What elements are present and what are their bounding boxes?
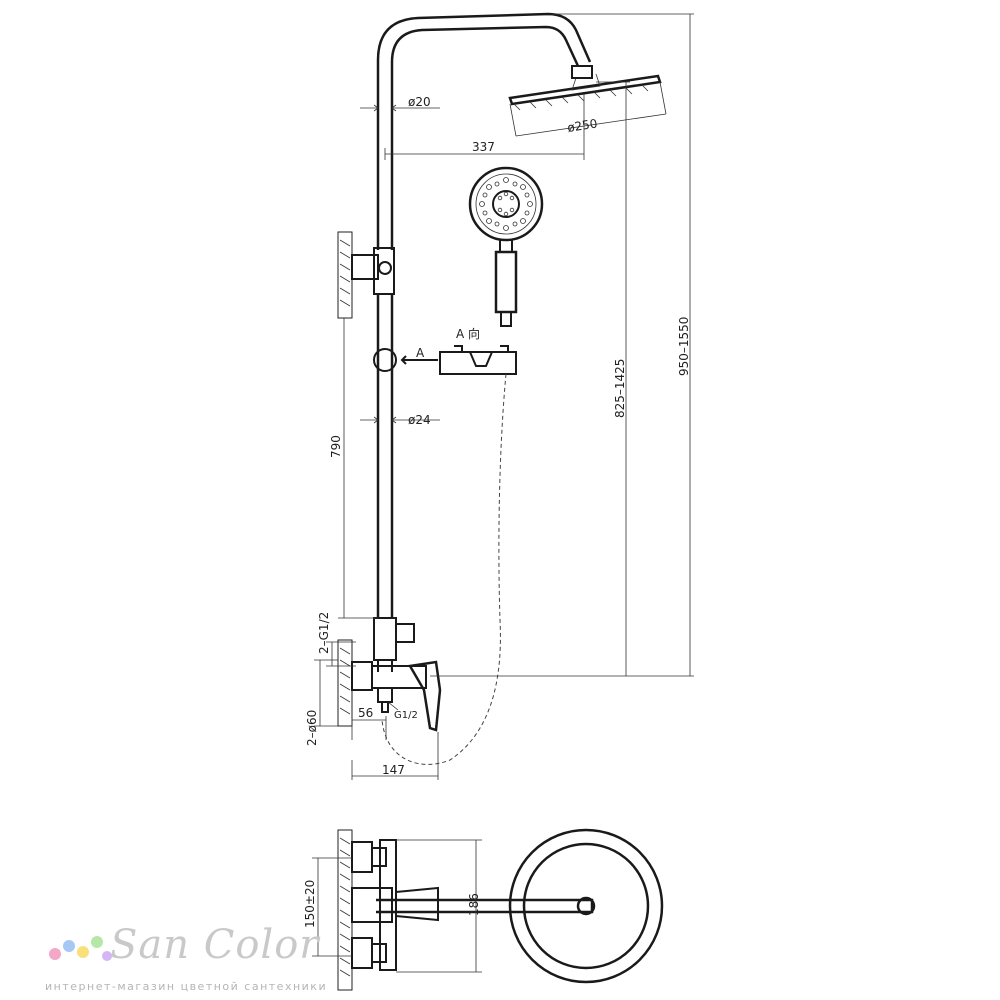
dim-2-d60: 2–ø60 bbox=[305, 710, 319, 746]
dimension-labels: ø20 ø250 337 A A 向 ø24 790 825–1425 950–… bbox=[303, 95, 691, 928]
wall-hatch-upper bbox=[337, 231, 353, 319]
dim-d20: ø20 bbox=[408, 95, 431, 109]
dim-147: 147 bbox=[382, 763, 405, 777]
plan-head-inner-icon bbox=[522, 842, 650, 970]
dimension-lines bbox=[314, 13, 694, 780]
dim-view-a: A bbox=[416, 346, 425, 360]
plan-head-outer-icon bbox=[508, 828, 664, 984]
shower-column bbox=[337, 12, 662, 732]
hose-line bbox=[381, 373, 507, 765]
plan-arm bbox=[376, 898, 594, 914]
wall-hatch-lower bbox=[337, 639, 353, 727]
rain-head-icon bbox=[508, 74, 662, 106]
brand-dots-icon bbox=[49, 936, 112, 961]
hand-shower bbox=[381, 166, 544, 765]
brand-logo: San Color bbox=[110, 922, 320, 968]
dim-56: 56 bbox=[358, 706, 373, 720]
dim-790: 790 bbox=[329, 435, 343, 458]
dim-150-20: 150±20 bbox=[303, 880, 317, 928]
brand-tagline: интернет-магазин цветной сантехники bbox=[45, 980, 328, 993]
dim-d250: ø250 bbox=[566, 116, 598, 135]
holder-view-a bbox=[439, 351, 517, 375]
dim-825-1425: 825–1425 bbox=[613, 359, 627, 418]
slider-knob-icon bbox=[373, 348, 397, 372]
plan-mixer-body bbox=[379, 839, 397, 971]
hand-shower-handle bbox=[494, 250, 518, 314]
dim-337: 337 bbox=[472, 140, 495, 154]
mixer-lever-icon bbox=[407, 660, 442, 732]
dim-950-1550: 950–1550 bbox=[677, 317, 691, 376]
dim-view-a-dir: A 向 bbox=[456, 326, 480, 341]
hand-shower-head-icon bbox=[468, 166, 544, 242]
dim-d24: ø24 bbox=[408, 413, 431, 427]
dim-2-g12: 2–G1/2 bbox=[317, 612, 331, 654]
dim-g12: G1/2 bbox=[394, 710, 418, 721]
diverter-block bbox=[373, 617, 397, 661]
dim-186: 186 bbox=[467, 893, 481, 916]
mixer-body bbox=[371, 665, 427, 689]
plan-view bbox=[312, 828, 664, 991]
